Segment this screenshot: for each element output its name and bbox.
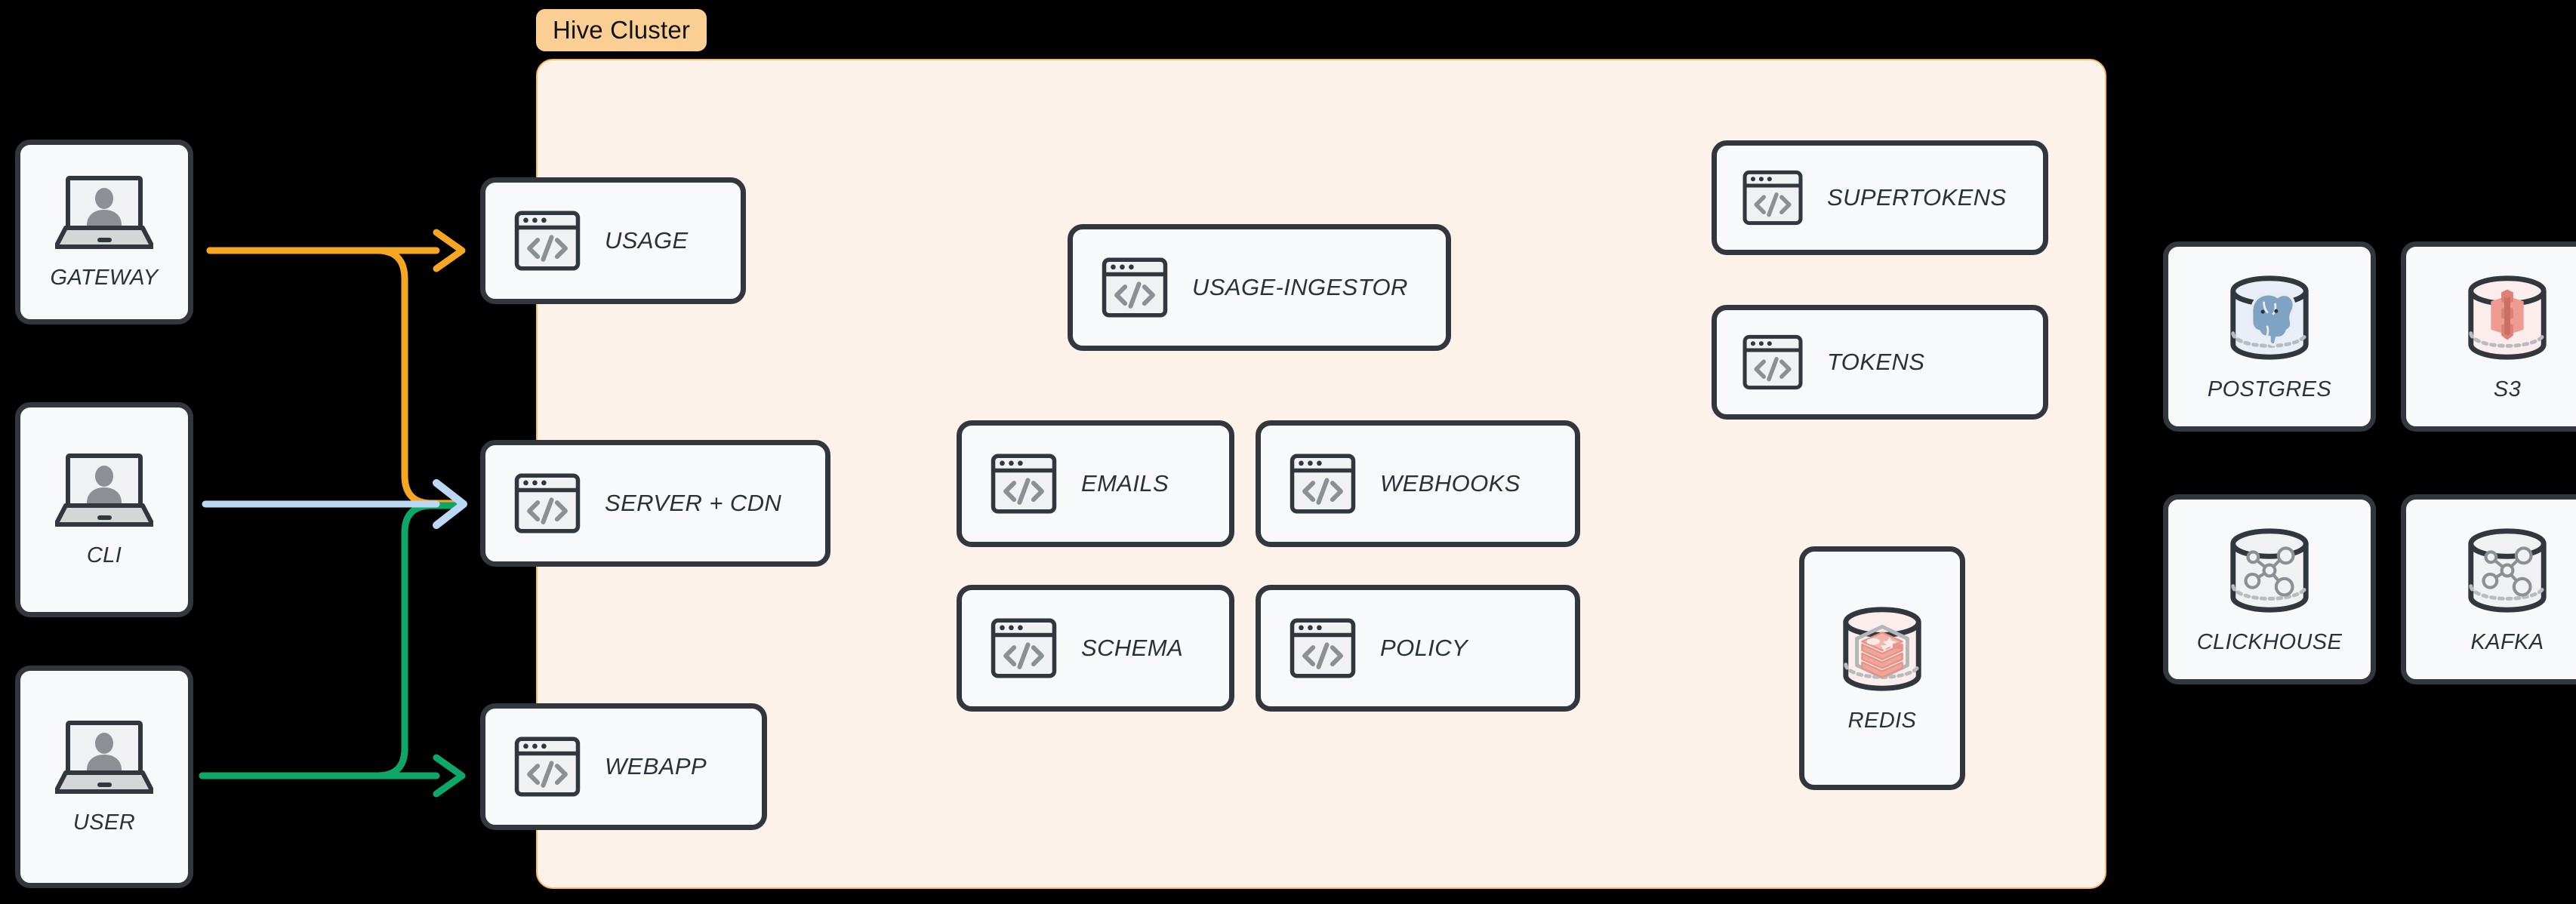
node-kafka[interactable]: KAFKA bbox=[2401, 494, 2576, 684]
node-label: KAFKA bbox=[2470, 629, 2544, 654]
node-label: POSTGRES bbox=[2207, 377, 2332, 401]
code-window-icon bbox=[991, 454, 1057, 514]
arrowhead-server-cdn bbox=[433, 479, 467, 529]
code-window-icon bbox=[513, 732, 582, 801]
code-window-icon bbox=[1102, 257, 1168, 318]
node-label: USER bbox=[72, 810, 136, 835]
code-window-icon bbox=[513, 469, 582, 538]
laptop-user-icon bbox=[55, 176, 153, 249]
code-window-icon bbox=[1741, 331, 1804, 394]
code-window-icon bbox=[989, 449, 1058, 518]
node-clickhouse[interactable]: CLICKHOUSE bbox=[2163, 494, 2376, 684]
postgres-database-icon bbox=[2221, 272, 2318, 364]
node-emails[interactable]: EMAILS bbox=[957, 420, 1234, 547]
node-label: SUPERTOKENS bbox=[1827, 184, 2007, 211]
node-webapp[interactable]: WEBAPP bbox=[480, 703, 767, 830]
code-window-icon bbox=[514, 473, 581, 533]
node-label: WEBHOOKS bbox=[1380, 470, 1521, 497]
node-postgres[interactable]: POSTGRES bbox=[2163, 241, 2376, 432]
code-window-icon bbox=[1288, 449, 1357, 518]
node-label: CLI bbox=[86, 543, 122, 567]
code-window-icon bbox=[1290, 618, 1356, 678]
laptop-user-icon bbox=[55, 721, 153, 794]
code-window-icon bbox=[1290, 454, 1356, 514]
arrowhead-usage bbox=[433, 229, 466, 272]
node-policy[interactable]: POLICY bbox=[1256, 585, 1580, 712]
redis-database-icon bbox=[1834, 603, 1930, 695]
laptop-user-icon bbox=[55, 718, 153, 797]
node-usage[interactable]: USAGE bbox=[480, 177, 746, 304]
code-window-icon bbox=[514, 736, 581, 797]
node-supertokens[interactable]: SUPERTOKENS bbox=[1712, 140, 2048, 255]
hive-cluster-label: Hive Cluster bbox=[536, 9, 707, 51]
code-window-icon bbox=[1742, 334, 1803, 390]
node-webhooks[interactable]: WEBHOOKS bbox=[1256, 420, 1580, 547]
node-redis[interactable]: REDIS bbox=[1799, 546, 1965, 790]
node-label: GATEWAY bbox=[50, 266, 159, 290]
code-window-icon bbox=[1741, 166, 1804, 229]
kafka-database-icon bbox=[2459, 524, 2556, 617]
code-window-icon bbox=[1100, 253, 1169, 322]
laptop-user-icon bbox=[55, 451, 153, 530]
node-label: USAGE-INGESTOR bbox=[1192, 274, 1408, 300]
node-usage-ingestor[interactable]: USAGE-INGESTOR bbox=[1068, 224, 1451, 351]
wire-user-to-server-cdn bbox=[199, 502, 460, 779]
arrowhead-webapp bbox=[433, 754, 466, 798]
code-window-icon bbox=[989, 613, 1058, 683]
node-label: S3 bbox=[2493, 377, 2522, 401]
laptop-user-icon bbox=[55, 454, 153, 527]
node-label: SERVER + CDN bbox=[605, 490, 782, 516]
node-tokens[interactable]: TOKENS bbox=[1712, 305, 2048, 420]
laptop-user-icon bbox=[55, 174, 153, 252]
node-label: WEBAPP bbox=[605, 753, 707, 779]
code-window-icon bbox=[514, 211, 581, 271]
node-s3[interactable]: S3 bbox=[2401, 241, 2576, 432]
clickhouse-database-icon bbox=[2221, 524, 2318, 617]
code-window-icon bbox=[991, 618, 1057, 678]
node-gateway[interactable]: GATEWAY bbox=[15, 140, 193, 324]
node-label: CLICKHOUSE bbox=[2196, 629, 2343, 654]
code-window-icon bbox=[1742, 170, 1803, 226]
node-label: POLICY bbox=[1380, 635, 1468, 661]
node-label: EMAILS bbox=[1081, 470, 1169, 497]
node-user[interactable]: USER bbox=[15, 666, 193, 888]
s3-database-icon bbox=[2459, 272, 2556, 364]
node-label: TOKENS bbox=[1827, 349, 1925, 375]
node-server-cdn[interactable]: SERVER + CDN bbox=[480, 440, 830, 567]
node-schema[interactable]: SCHEMA bbox=[957, 585, 1234, 712]
wire-gateway-to-server-cdn bbox=[206, 247, 457, 507]
node-label: REDIS bbox=[1847, 709, 1917, 733]
node-cli[interactable]: CLI bbox=[15, 402, 193, 617]
node-label: USAGE bbox=[605, 227, 689, 254]
code-window-icon bbox=[1288, 613, 1357, 683]
node-label: SCHEMA bbox=[1081, 635, 1184, 661]
code-window-icon bbox=[513, 206, 582, 275]
